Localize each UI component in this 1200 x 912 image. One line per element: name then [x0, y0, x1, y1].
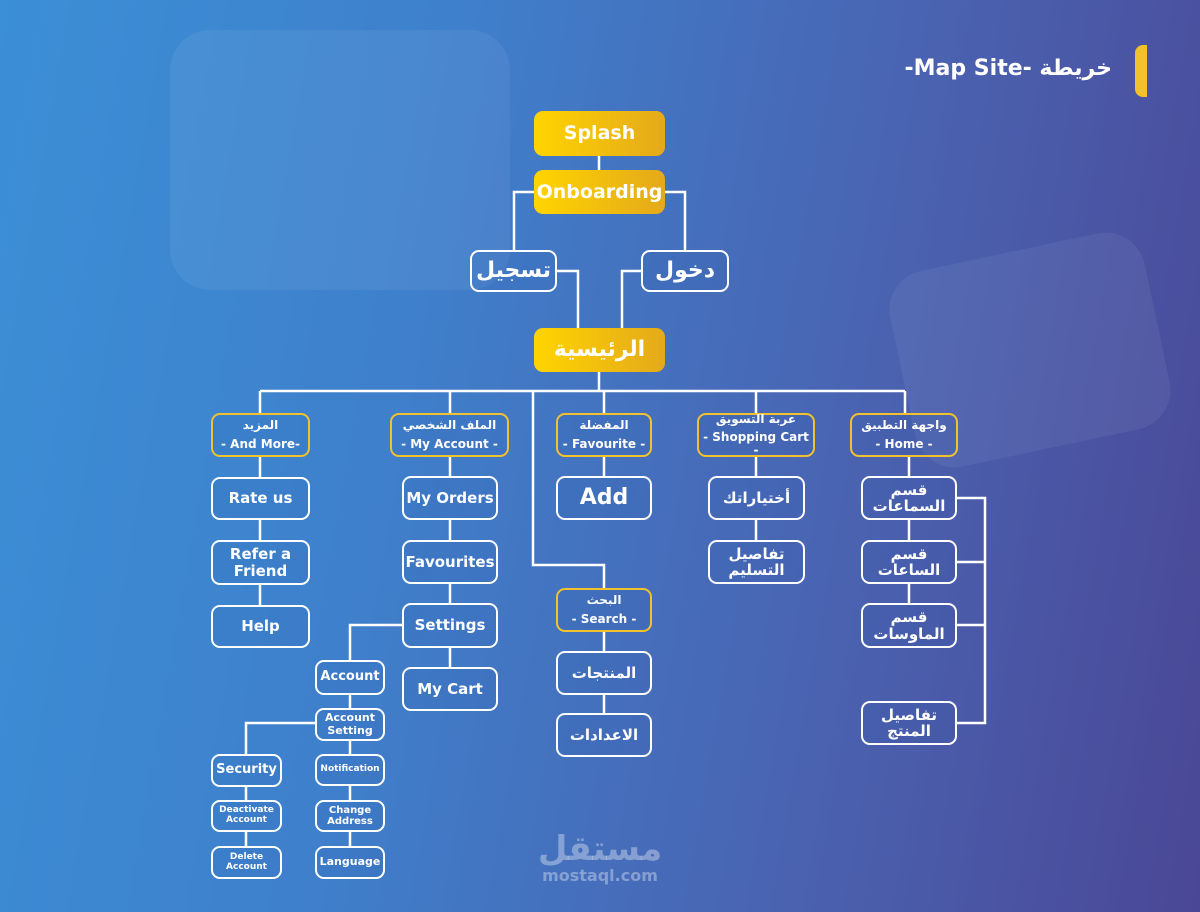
node-account: Account	[315, 660, 385, 695]
category-label-ar: المفضلة	[579, 418, 629, 433]
category-label-ar: عربة التسويق	[715, 411, 797, 426]
node-favourites: Favourites	[402, 540, 498, 584]
category-label-en: - My Account -	[401, 436, 498, 451]
node-mice-section: قسم الماوسات	[861, 603, 957, 648]
node-choices: أختياراتك	[708, 476, 805, 520]
category-label-en: - Search -	[571, 611, 637, 626]
category-label-en: - Favourite -	[562, 436, 646, 451]
node-splash: Splash	[534, 111, 665, 156]
background-decoration	[170, 30, 510, 290]
title-accent-tab	[1135, 45, 1147, 97]
node-products: المنتجات	[556, 651, 652, 695]
node-settings: Settings	[402, 603, 498, 648]
category-label-en: - And More-	[221, 436, 300, 451]
node-onboarding: Onboarding	[534, 170, 665, 214]
node-delivery-details: تفاصيل التسليم	[708, 540, 805, 584]
watermark-arabic: مستقل	[537, 829, 663, 869]
category-shopping-cart: عربة التسويق - Shopping Cart -	[697, 411, 815, 458]
category-label-en: - Home -	[875, 436, 933, 451]
node-refer-friend: Refer a Friend	[211, 540, 310, 585]
node-security: Security	[211, 754, 282, 787]
node-help: Help	[211, 605, 310, 648]
node-login: دخول	[641, 250, 729, 292]
node-add: Add	[556, 476, 652, 520]
node-notification: Notification	[315, 754, 385, 786]
node-my-cart: My Cart	[402, 667, 498, 711]
category-label-ar: واجهة التطبيق	[861, 418, 947, 433]
node-register: تسجيل	[470, 250, 557, 292]
node-watches-section: قسم الساعات	[861, 540, 957, 584]
node-change-address: Change Address	[315, 800, 385, 832]
node-language: Language	[315, 846, 385, 879]
node-deactivate-account: Deactivate Account	[211, 800, 282, 832]
category-my-account: الملف الشخصي - My Account -	[390, 413, 509, 457]
node-product-details: تفاصيل المنتج	[861, 701, 957, 745]
watermark-url: mostaql.com	[542, 866, 658, 885]
category-favourite: المفضلة - Favourite -	[556, 413, 652, 457]
category-label-en: - Shopping Cart -	[703, 429, 809, 458]
node-my-orders: My Orders	[402, 476, 498, 520]
page-title: خريطة -Map Site-	[904, 56, 1112, 81]
node-rate-us: Rate us	[211, 477, 310, 520]
node-headphones-section: قسم السماعات	[861, 476, 957, 520]
node-search-settings: الاعدادات	[556, 713, 652, 757]
category-more: المزيد - And More-	[211, 413, 310, 457]
node-delete-account: Delete Account	[211, 846, 282, 879]
node-home-main: الرئيسية	[534, 328, 665, 372]
category-label-ar: الملف الشخصي	[402, 418, 497, 433]
category-label-ar: المزيد	[242, 418, 279, 433]
category-home: واجهة التطبيق - Home -	[850, 413, 958, 457]
category-label-ar: البحث	[586, 593, 622, 608]
node-account-setting: Account Setting	[315, 708, 385, 741]
category-search: البحث - Search -	[556, 588, 652, 632]
mostaql-watermark: مستقل mostaql.com	[520, 832, 680, 885]
